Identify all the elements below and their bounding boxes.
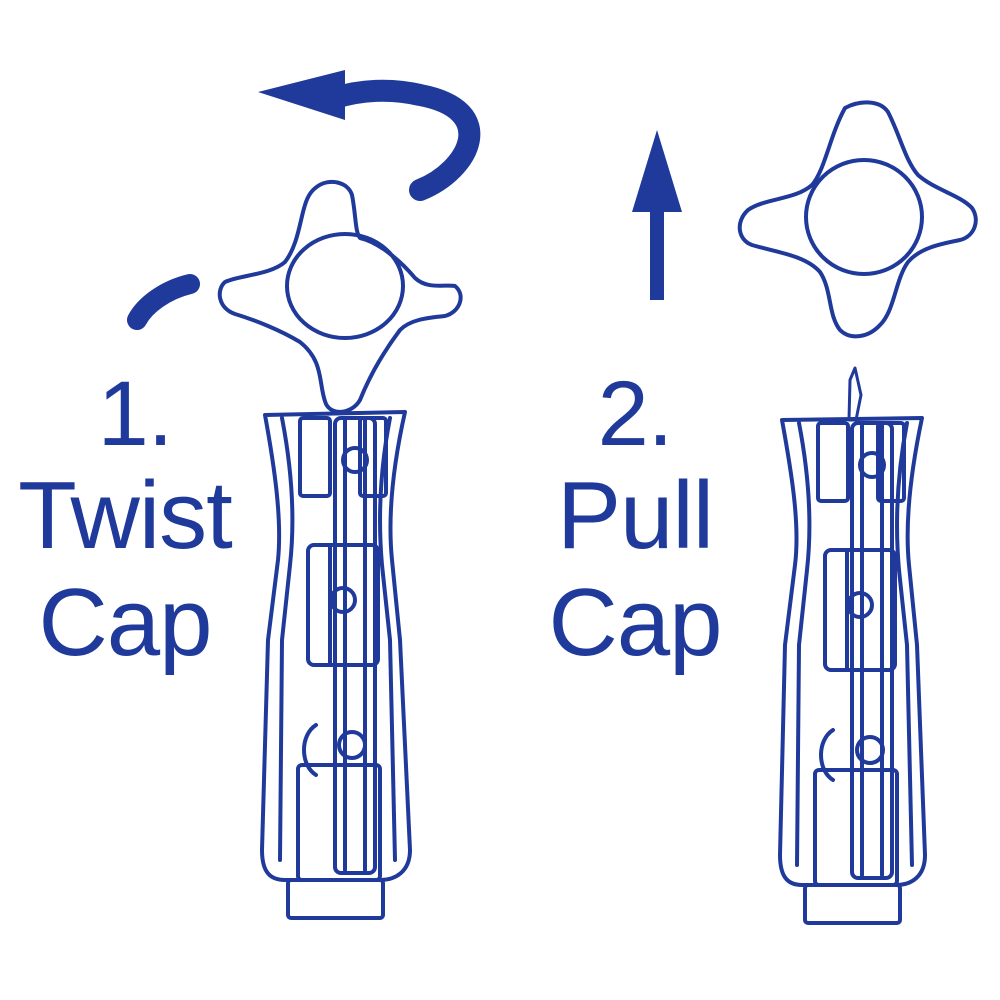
step-1-label-line2: Cap (38, 569, 212, 676)
knob-cap-icon (217, 179, 463, 414)
curved-rotate-arrow-icon (127, 70, 481, 330)
step-1-number: 1. (97, 363, 174, 465)
needle-icon (847, 366, 863, 422)
injector-pen-body-icon (778, 416, 927, 925)
knob-cap-icon (737, 100, 978, 339)
step-2-label-line1: Pull (556, 462, 714, 569)
step-2-label-line2: Cap (548, 569, 722, 676)
up-arrow-icon (632, 130, 682, 300)
step-2-number: 2. (597, 363, 674, 465)
injector-pen-body-icon (260, 410, 412, 920)
step-1-label-line1: Twist (18, 462, 233, 569)
